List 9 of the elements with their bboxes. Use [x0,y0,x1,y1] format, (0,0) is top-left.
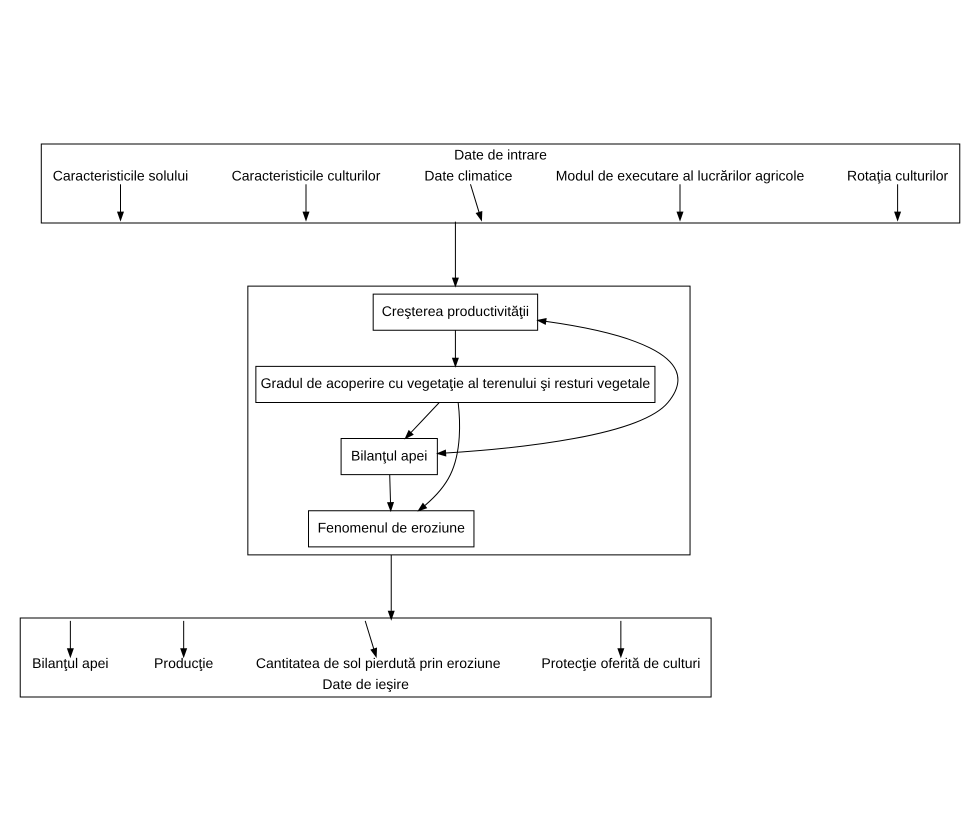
node-text: Protecţie oferită de culturi [541,654,700,671]
node-text: Rotaţia culturilor [846,166,948,183]
node-text: Modul de executare al lucrărilor agricole [556,166,804,183]
node-text: Caracteristicile solului [52,166,188,183]
node-text: Bilanţul apei [32,654,109,671]
node-text: Caracteristicile culturilor [232,166,380,183]
node-text: Date climatice [424,166,512,183]
node-text: Producţie [154,654,214,671]
node-text: Cantitatea de sol pierdută prin eroziune [256,654,501,671]
